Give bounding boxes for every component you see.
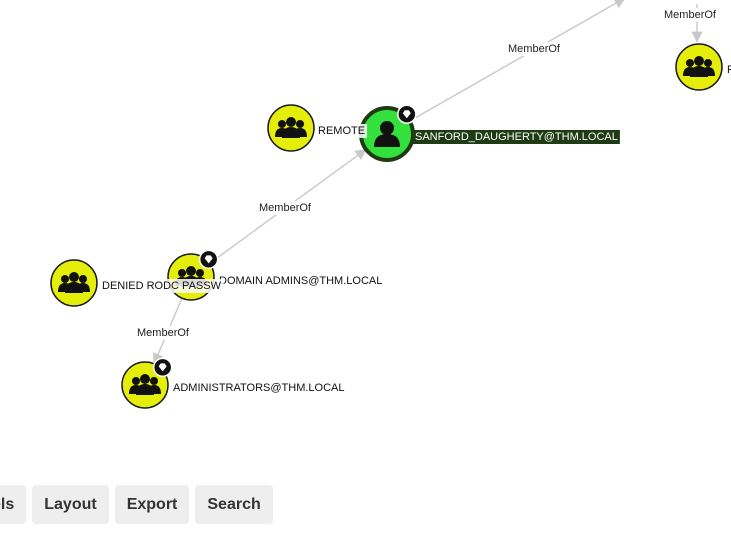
- search-button[interactable]: Search: [195, 485, 273, 524]
- edge-label: MemberOf: [137, 327, 190, 339]
- edge-label: MemberOf: [664, 9, 717, 21]
- group-icon: [129, 374, 161, 395]
- group-icon: [275, 117, 307, 138]
- export-button[interactable]: Export: [114, 485, 190, 524]
- high-value-badge-icon: [198, 249, 219, 270]
- group-icon: [58, 272, 90, 293]
- node-label: ADMINISTRATORS@THM.LOCAL: [173, 382, 345, 394]
- node-denied-rodc[interactable]: [50, 259, 98, 307]
- graph-toolbar: els Layout Export Search: [0, 485, 273, 524]
- layout-button[interactable]: Layout: [32, 485, 109, 524]
- group-icon: [683, 56, 715, 77]
- node-remote[interactable]: [267, 104, 315, 152]
- node-sanford[interactable]: [359, 104, 417, 162]
- edge-label: MemberOf: [508, 43, 561, 55]
- node-label: F: [727, 64, 731, 76]
- node-label: DOMAIN ADMINS@THM.LOCAL: [219, 275, 382, 287]
- node-label: DENIED RODC PASSW: [102, 280, 222, 292]
- labels-button[interactable]: els: [0, 485, 27, 524]
- node-administrators[interactable]: [121, 357, 173, 409]
- edge-label: MemberOf: [259, 202, 312, 214]
- user-icon: [374, 121, 400, 147]
- node-label: REMOTE: [318, 125, 365, 137]
- high-value-badge-icon: [397, 104, 417, 124]
- high-value-badge-icon: [152, 357, 173, 378]
- edge-line[interactable]: [409, 0, 626, 122]
- node-top-right[interactable]: [675, 43, 723, 91]
- node-label: SANFORD_DAUGHERTY@THM.LOCAL: [415, 131, 618, 143]
